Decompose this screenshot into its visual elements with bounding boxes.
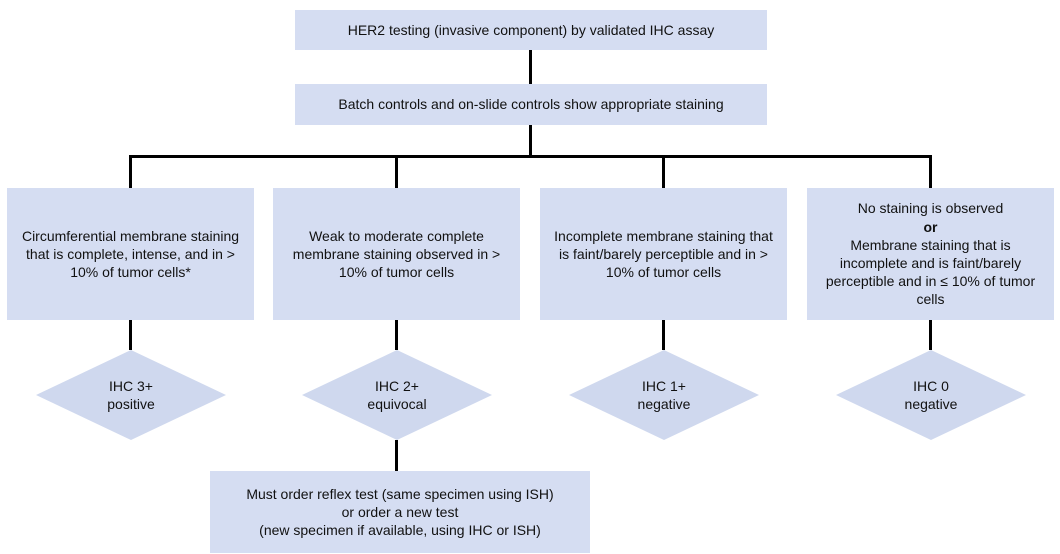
- connector-split-horizontal: [129, 155, 932, 158]
- flow-box-reflex-test: Must order reflex test (same specimen us…: [210, 471, 590, 553]
- criteria-ihc0-line2: Membrane staining that is incomplete and…: [825, 236, 1036, 308]
- flow-box-batch-controls: Batch controls and on-slide controls sho…: [295, 84, 767, 125]
- result-diamond-ihc2-equivocal: IHC 2+ equivocal: [302, 350, 492, 440]
- result-diamond-ihc3-positive: IHC 3+ positive: [36, 350, 226, 440]
- connector-equivocal-to-followup: [395, 440, 398, 471]
- connector-criteria-to-result-2: [395, 320, 398, 350]
- flow-box-criteria-ihc2: Weak to moderate complete membrane stain…: [273, 188, 520, 320]
- connector-controls-to-split: [529, 125, 532, 155]
- flow-box-criteria-ihc3: Circumferential membrane staining that i…: [7, 188, 254, 320]
- connector-drop-branch-4: [929, 155, 932, 188]
- result-label: IHC 2+: [375, 377, 419, 394]
- connector-criteria-to-result-1: [129, 320, 132, 350]
- result-label: IHC 0: [913, 377, 949, 394]
- reflex-test-line3: (new specimen if available, using IHC or…: [259, 522, 541, 539]
- reflex-test-line1: Must order reflex test (same specimen us…: [246, 485, 554, 502]
- result-status: positive: [107, 396, 155, 412]
- flow-box-criteria-ihc0: No staining is observed or Membrane stai…: [807, 188, 1054, 320]
- result-diamond-ihc1-negative: IHC 1+ negative: [569, 350, 759, 440]
- connector-criteria-to-result-3: [662, 320, 665, 350]
- result-status: negative: [637, 396, 691, 412]
- result-label: IHC 1+: [642, 377, 686, 394]
- connector-drop-branch-3: [662, 155, 665, 188]
- criteria-ihc0-or: or: [923, 218, 938, 235]
- result-label: IHC 3+: [109, 377, 153, 394]
- result-status: equivocal: [367, 396, 427, 412]
- flow-box-her2-testing: HER2 testing (invasive component) by val…: [295, 10, 767, 50]
- connector-top-to-controls: [529, 50, 532, 84]
- criteria-ihc0-line1: No staining is observed: [857, 200, 1004, 217]
- connector-drop-branch-1: [129, 155, 132, 188]
- result-status: negative: [904, 396, 958, 412]
- flow-box-criteria-ihc1: Incomplete membrane staining that is fai…: [540, 188, 787, 320]
- connector-drop-branch-2: [395, 155, 398, 188]
- result-diamond-ihc0-negative: IHC 0 negative: [836, 350, 1026, 440]
- connector-criteria-to-result-4: [929, 320, 932, 350]
- reflex-test-line2: or order a new test: [341, 503, 459, 520]
